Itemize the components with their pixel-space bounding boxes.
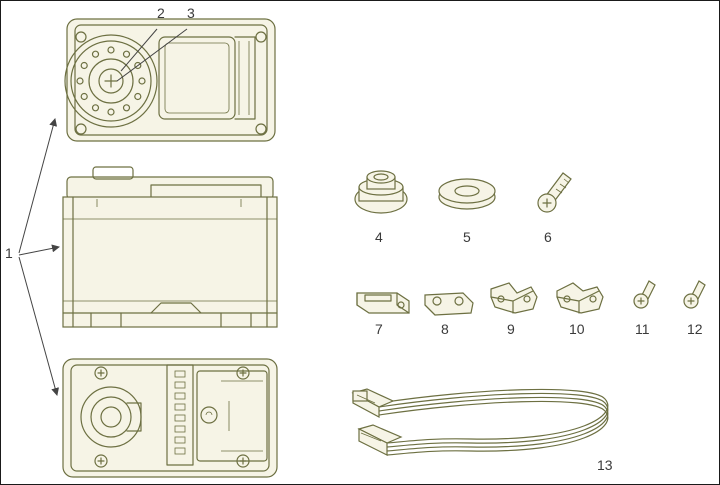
label-10: 10 [569,321,585,337]
label-2: 2 [157,5,165,21]
label-13: 13 [597,457,613,473]
part-10-corner [556,282,604,314]
part-4-grommet [354,170,408,214]
servo-top-view [64,18,276,142]
label-1: 1 [5,245,13,261]
part-9-corner [490,282,538,314]
label-4: 4 [375,229,383,245]
label-12: 12 [687,321,703,337]
servo-side-view [62,166,278,328]
label-7: 7 [375,321,383,337]
servo-bottom-view [62,358,278,478]
label-3: 3 [187,5,195,21]
label-8: 8 [441,321,449,337]
label-11: 11 [635,321,650,337]
label-6: 6 [544,229,552,245]
part-5-washer [438,178,496,210]
leader-arrows [18,118,60,396]
part-7-bracket [356,292,410,314]
part-11-screw [633,280,656,309]
label-5: 5 [463,229,471,245]
part-12-screw [683,280,706,309]
part-6-screw [537,172,572,213]
part-13-cable [351,388,609,456]
part-8-link [424,292,474,316]
label-9: 9 [507,321,515,337]
